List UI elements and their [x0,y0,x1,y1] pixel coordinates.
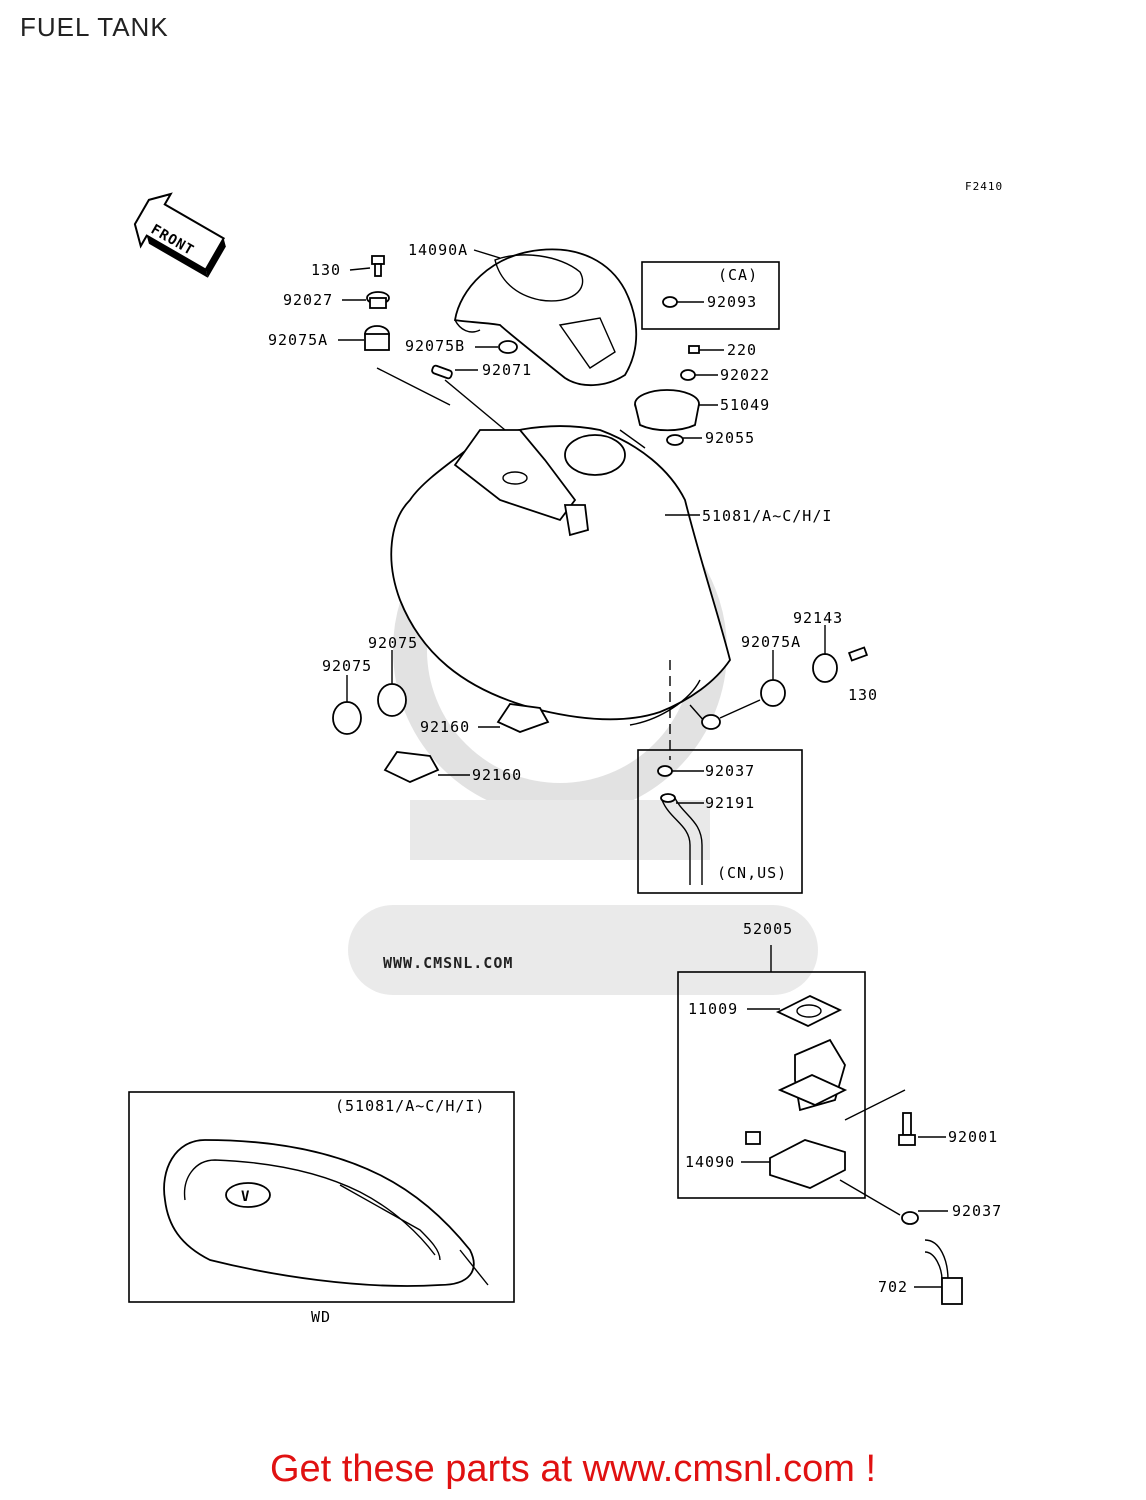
rubber-92160a-shape [496,703,550,733]
collar-92027-shape [366,291,390,309]
nut-92022-shape [680,369,696,381]
washer-92143-shape [812,653,838,683]
label-220: 220 [727,341,757,359]
pin-92071-shape [431,364,453,380]
svg-text:V: V [241,1189,250,1205]
wd-inset-box [128,1091,515,1303]
label-51049: 51049 [720,396,770,414]
wd-caption: WD [311,1308,331,1326]
figure-code: F2410 [965,180,1003,193]
clamp-92037b-shape [901,1211,919,1225]
label-92022: 92022 [720,366,770,384]
washer-92075b-shape [498,340,518,354]
oring-92055-shape [666,434,684,446]
label-92075-lower: 92075 [322,657,372,675]
clamp-92037a-shape [657,765,673,777]
pump-shape [777,1038,848,1112]
screw-92001-shape [898,1112,916,1146]
label-92001: 92001 [948,1128,998,1146]
grommet-92093-shape [662,296,678,308]
label-92160-upper: 92160 [420,718,470,736]
label-92037-upper: 92037 [705,762,755,780]
connector-shape [745,1131,761,1145]
wd-inset-label: (51081/A~C/H/I) [335,1097,485,1115]
label-52005: 52005 [743,920,793,938]
label-92055: 92055 [705,429,755,447]
cn-us-region-box [637,749,803,894]
hose-92191-shape [660,793,703,885]
label-14090a: 14090A [408,241,468,259]
label-92027: 92027 [283,291,333,309]
wd-tank-shape: V [163,1139,489,1287]
label-92075-upper: 92075 [368,634,418,652]
label-92075a-top: 92075A [268,331,328,349]
cap-51049-shape [634,389,700,432]
label-92075a-right: 92075A [741,633,801,651]
label-92037-lower: 92037 [952,1202,1002,1220]
front-arrow-icon [133,192,226,278]
damper-92075a-shape [364,325,390,351]
label-702: 702 [878,1278,908,1296]
leader-lines [338,249,948,1288]
bolt-130b-shape [847,646,869,662]
damper-92075-b-shape [377,683,407,717]
label-92075b: 92075B [405,337,465,355]
bolt-130-shape [371,255,385,277]
label-11009: 11009 [688,1000,738,1018]
label-92191: 92191 [705,794,755,812]
label-92093: 92093 [707,293,757,311]
footer-link[interactable]: Get these parts at www.cmsnl.com ! [269,1448,877,1490]
rubber-92160b-shape [383,751,440,783]
label-92071: 92071 [482,361,532,379]
cover-14090a-shape [453,248,638,387]
cover-14090-shape [769,1139,846,1189]
fuel-tank-shape [390,425,731,730]
gasket-11009-shape [775,995,843,1027]
label-14090: 14090 [685,1153,735,1171]
label-130-right: 130 [848,686,878,704]
label-51081: 51081/A~C/H/I [702,507,832,525]
label-130-top: 130 [311,261,341,279]
label-92160-lower: 92160 [472,766,522,784]
ca-region-label: (CA) [718,266,758,284]
hose-702-shape [924,1239,963,1305]
screw-220-shape [688,345,700,354]
ca-region-box [641,261,780,330]
label-92143: 92143 [793,609,843,627]
damper-92075a-right-shape [760,679,786,707]
damper-92075-a-shape [332,701,362,735]
watermark-text: WWW.CMSNL.COM [383,954,513,972]
cn-us-region-label: (CN,US) [717,864,787,882]
page-title: FUEL TANK [20,12,169,42]
